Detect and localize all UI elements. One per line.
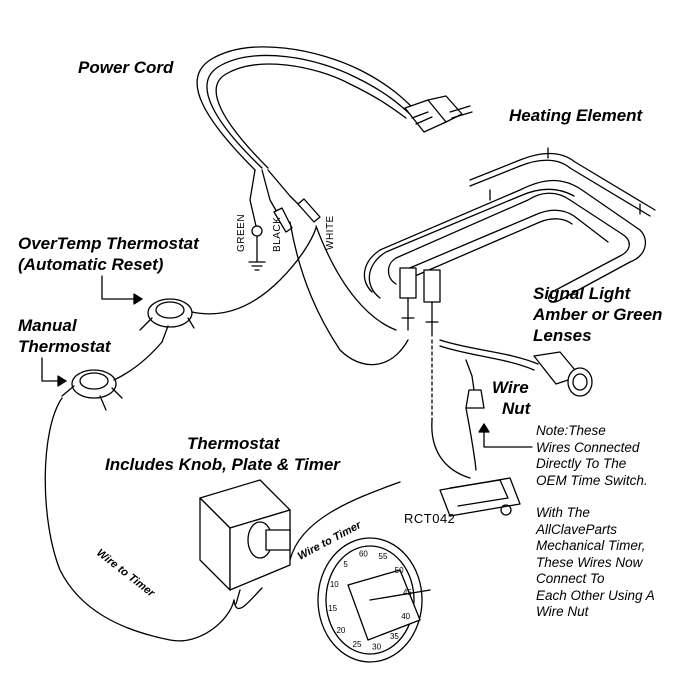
note-line2: Wires Connected (536, 439, 640, 455)
thermostat-timer (199, 479, 291, 605)
note-line1: Note:These (536, 423, 606, 438)
wire-nut-label-line2: Nut (502, 399, 531, 418)
dial-number: 30 (372, 642, 381, 651)
dial-number: 5 (343, 560, 348, 569)
dial-number: 20 (336, 626, 345, 635)
note-arrow (478, 423, 533, 448)
dial-number: 55 (379, 552, 388, 561)
timer-dial (317, 537, 431, 663)
wire-black-label: BLACK (272, 216, 283, 252)
dial-number: 40 (401, 612, 410, 621)
manual-label-line2: Thermostat (18, 337, 111, 356)
wire-nut (465, 359, 485, 409)
note-line8: These Wires Now (536, 554, 643, 570)
note-line7: Mechanical Timer, (536, 538, 646, 553)
note-line10: Each Other Using A (536, 587, 655, 603)
manual-thermostat-label: Manual Thermostat (18, 315, 111, 357)
dial-number: 15 (328, 604, 337, 613)
signal-label-line3: Lenses (533, 326, 592, 345)
signal-label-line1: Signal Light (533, 284, 631, 303)
dial-number: 35 (390, 632, 399, 641)
dial-number: 25 (353, 640, 362, 649)
wire-to-timer-lower-label: Wire to Timer (94, 547, 157, 600)
dial-number: 60 (359, 550, 368, 559)
dial-number: 45 (403, 588, 412, 597)
wire-white-label: WHITE (325, 215, 336, 250)
overtemp-label-line1: OverTemp Thermostat (18, 234, 199, 253)
dial-number: 10 (330, 580, 339, 589)
note-text: Note:These Wires Connected Directly To T… (536, 423, 655, 621)
heating-element (363, 147, 656, 337)
overtemp-label-line2: (Automatic Reset) (18, 255, 164, 274)
overtemp-thermostat (139, 227, 317, 343)
wire-green-label: GREEN (236, 213, 247, 252)
note-line11: Wire Nut (536, 604, 589, 619)
manual-arrow (41, 357, 67, 387)
note-line6: AllClaveParts (536, 521, 618, 537)
note-line9: Connect To (536, 571, 605, 586)
signal-light (439, 339, 593, 397)
signal-light-label: Signal Light Amber or Green Lenses (533, 283, 662, 346)
power-cord-label: Power Cord (78, 58, 174, 77)
note-line4: OEM Time Switch. (536, 472, 648, 488)
overtemp-arrow (101, 275, 143, 305)
wire-nut-label: Wire Nut (492, 377, 530, 419)
power-cord (196, 46, 473, 271)
thermostat-label-line2: Includes Knob, Plate & Timer (105, 455, 340, 474)
wire-nut-label-line1: Wire (492, 378, 529, 397)
thermostat-label: Thermostat Includes Knob, Plate & Timer (105, 433, 340, 475)
wiring (44, 221, 477, 642)
thermostat-label-line1: Thermostat (187, 434, 280, 453)
manual-label-line1: Manual (18, 316, 77, 335)
note-line3: Directly To The (536, 456, 627, 471)
timer-dial-numbers: 60 55 50 45 40 35 30 25 20 15 10 5 (328, 550, 412, 652)
heating-element-label: Heating Element (509, 106, 643, 125)
rct042-switch (439, 477, 521, 517)
manual-thermostat (61, 341, 163, 411)
part-number-label: RCT042 (404, 511, 456, 526)
dial-number: 50 (395, 566, 404, 575)
note-line5: With The (536, 505, 590, 520)
overtemp-thermostat-label: OverTemp Thermostat (Automatic Reset) (18, 233, 199, 275)
signal-label-line2: Amber or Green (533, 305, 663, 324)
